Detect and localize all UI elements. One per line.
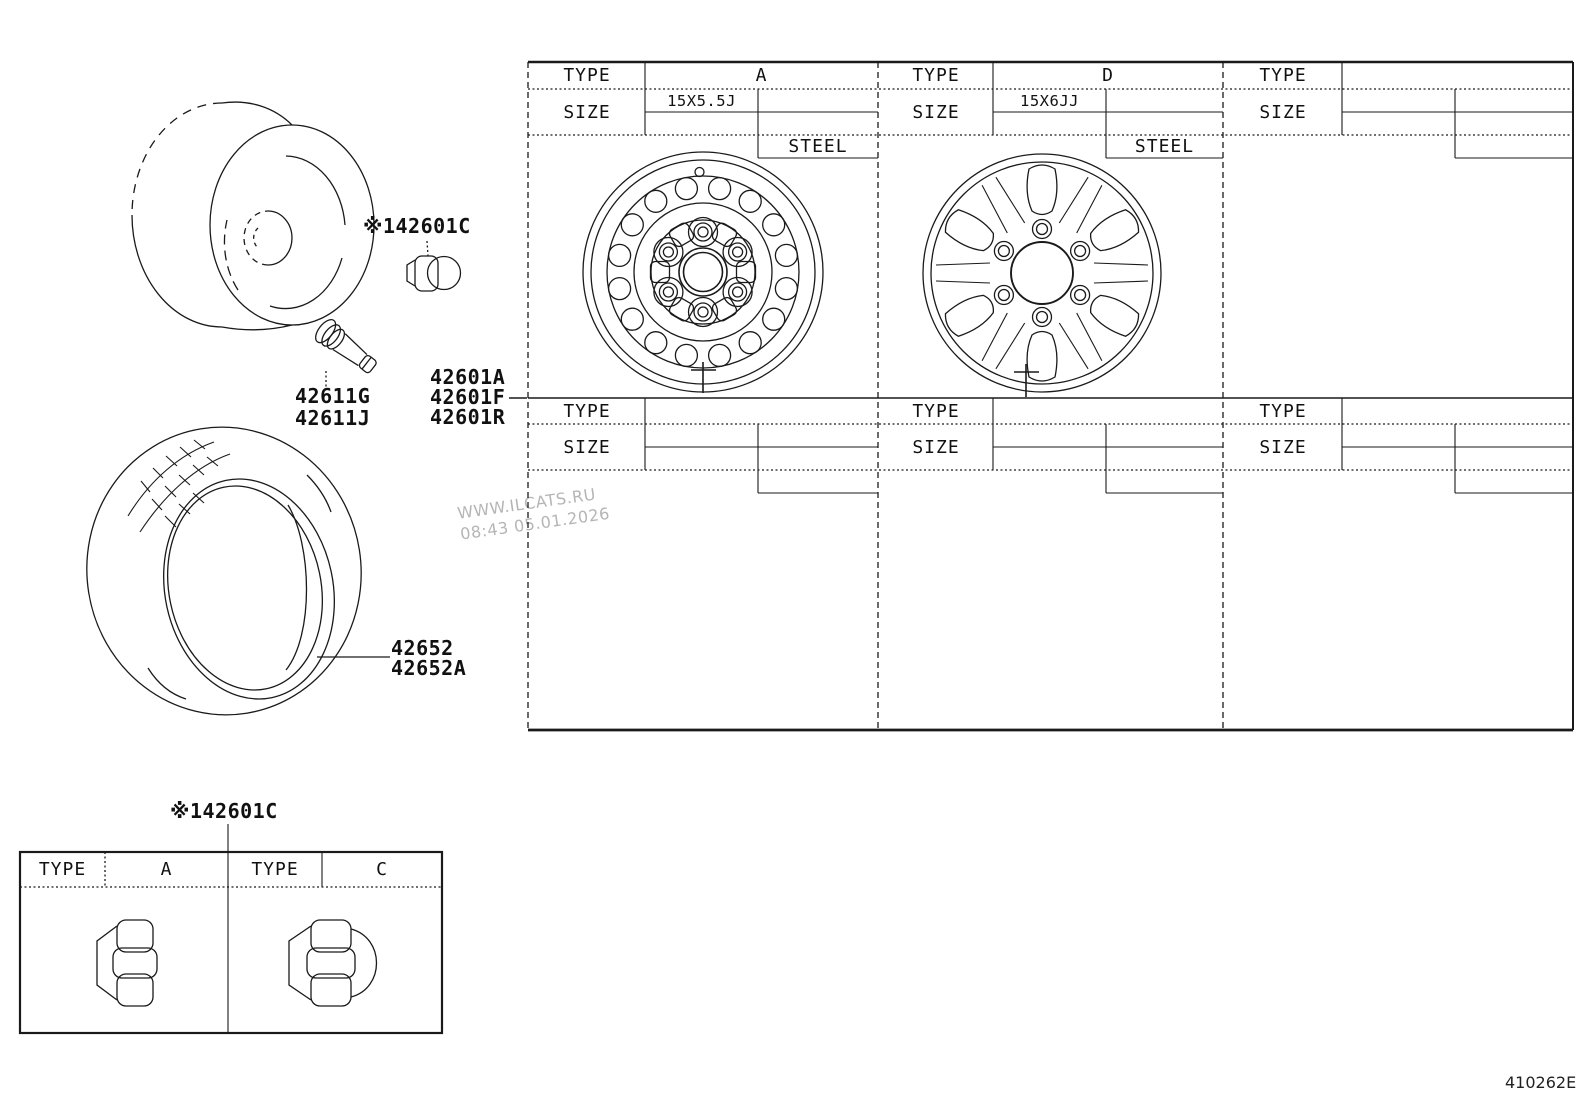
spec-b1s1-size-value: 15X5.5J xyxy=(667,91,736,110)
spec-b1s1-type-label: TYPE xyxy=(563,65,611,86)
steel-wheel-type-d-drawing xyxy=(922,153,1162,397)
callout-tire-42652: 42652 xyxy=(391,636,454,660)
nut-table-col2-value: C xyxy=(376,859,388,880)
spec-b2s2-size-value xyxy=(993,424,1106,447)
spec-b2s1-size-value xyxy=(645,424,758,447)
spec-b2s1-size-label: SIZE xyxy=(563,436,611,458)
spec-b2s3-type-label: TYPE xyxy=(1259,400,1307,422)
spec-b2s2-type-label: TYPE xyxy=(912,400,960,422)
spec-b1s1-size-label: SIZE xyxy=(563,101,611,123)
nut-table-col1-value: A xyxy=(160,859,173,880)
lug-nut-type-a-drawing xyxy=(96,919,158,1007)
callout-nut-table: ※142601C xyxy=(170,799,278,823)
spec-b2s3-size-label: SIZE xyxy=(1259,436,1307,458)
spec-b1s1-type-value: A xyxy=(755,65,768,86)
disc-wheel-perspective-drawing xyxy=(131,101,375,331)
spec-b1s2-type-value: D xyxy=(1102,65,1114,86)
spec-b2s1-type-value xyxy=(645,398,878,424)
nut-table-col2-label: TYPE xyxy=(251,859,299,880)
spec-b2s3-type-value xyxy=(1342,398,1573,424)
spec-b1s3-type-value xyxy=(1342,62,1573,89)
leader-lines xyxy=(317,240,527,658)
page-code: 410262E xyxy=(1505,1073,1577,1092)
spec-b1s2-type-label: TYPE xyxy=(912,65,960,86)
callout-wheel-42601f: 42601F xyxy=(430,385,506,409)
spec-b1s2-material: STEEL xyxy=(1134,136,1195,157)
steel-wheel-type-a-drawing xyxy=(582,151,824,393)
callout-wheel-42601a: 42601A xyxy=(430,365,506,389)
callout-wheel-nut: ※142601C xyxy=(363,214,471,238)
spec-b2s1-type-label: TYPE xyxy=(563,400,611,422)
callout-valve-42611g: 42611G xyxy=(295,384,371,408)
tire-tread-hatching xyxy=(127,439,231,533)
callout-valve-42611j: 42611J xyxy=(295,406,371,430)
tire-drawing xyxy=(86,426,362,716)
spec-b1s1-material: STEEL xyxy=(788,136,848,157)
nut-table-col1-label: TYPE xyxy=(38,859,87,880)
spec-b1s2-size-value: 15X6JJ xyxy=(1020,91,1079,110)
spec-b2s3-size-value xyxy=(1342,424,1455,447)
nut-table-grid xyxy=(18,824,444,1035)
callout-wheel-42601r: 42601R xyxy=(430,405,506,429)
spec-b2s2-size-label: SIZE xyxy=(912,436,960,458)
spec-b1s3-size-value xyxy=(1342,89,1455,112)
spec-b1s3-material xyxy=(1455,135,1573,158)
callout-tire-42652a: 42652A xyxy=(391,656,467,680)
valve-stem-drawing xyxy=(315,319,377,374)
spec-table-grid xyxy=(527,60,1574,732)
spec-b1s3-type-label: TYPE xyxy=(1259,65,1307,86)
spec-b1s3-size-label: SIZE xyxy=(1259,101,1307,123)
wheel-nut-small-drawing xyxy=(406,255,462,292)
spec-b1s2-size-label: SIZE xyxy=(912,101,960,123)
lug-nut-type-c-drawing xyxy=(288,919,377,1007)
spec-b2s2-type-value xyxy=(993,398,1223,424)
